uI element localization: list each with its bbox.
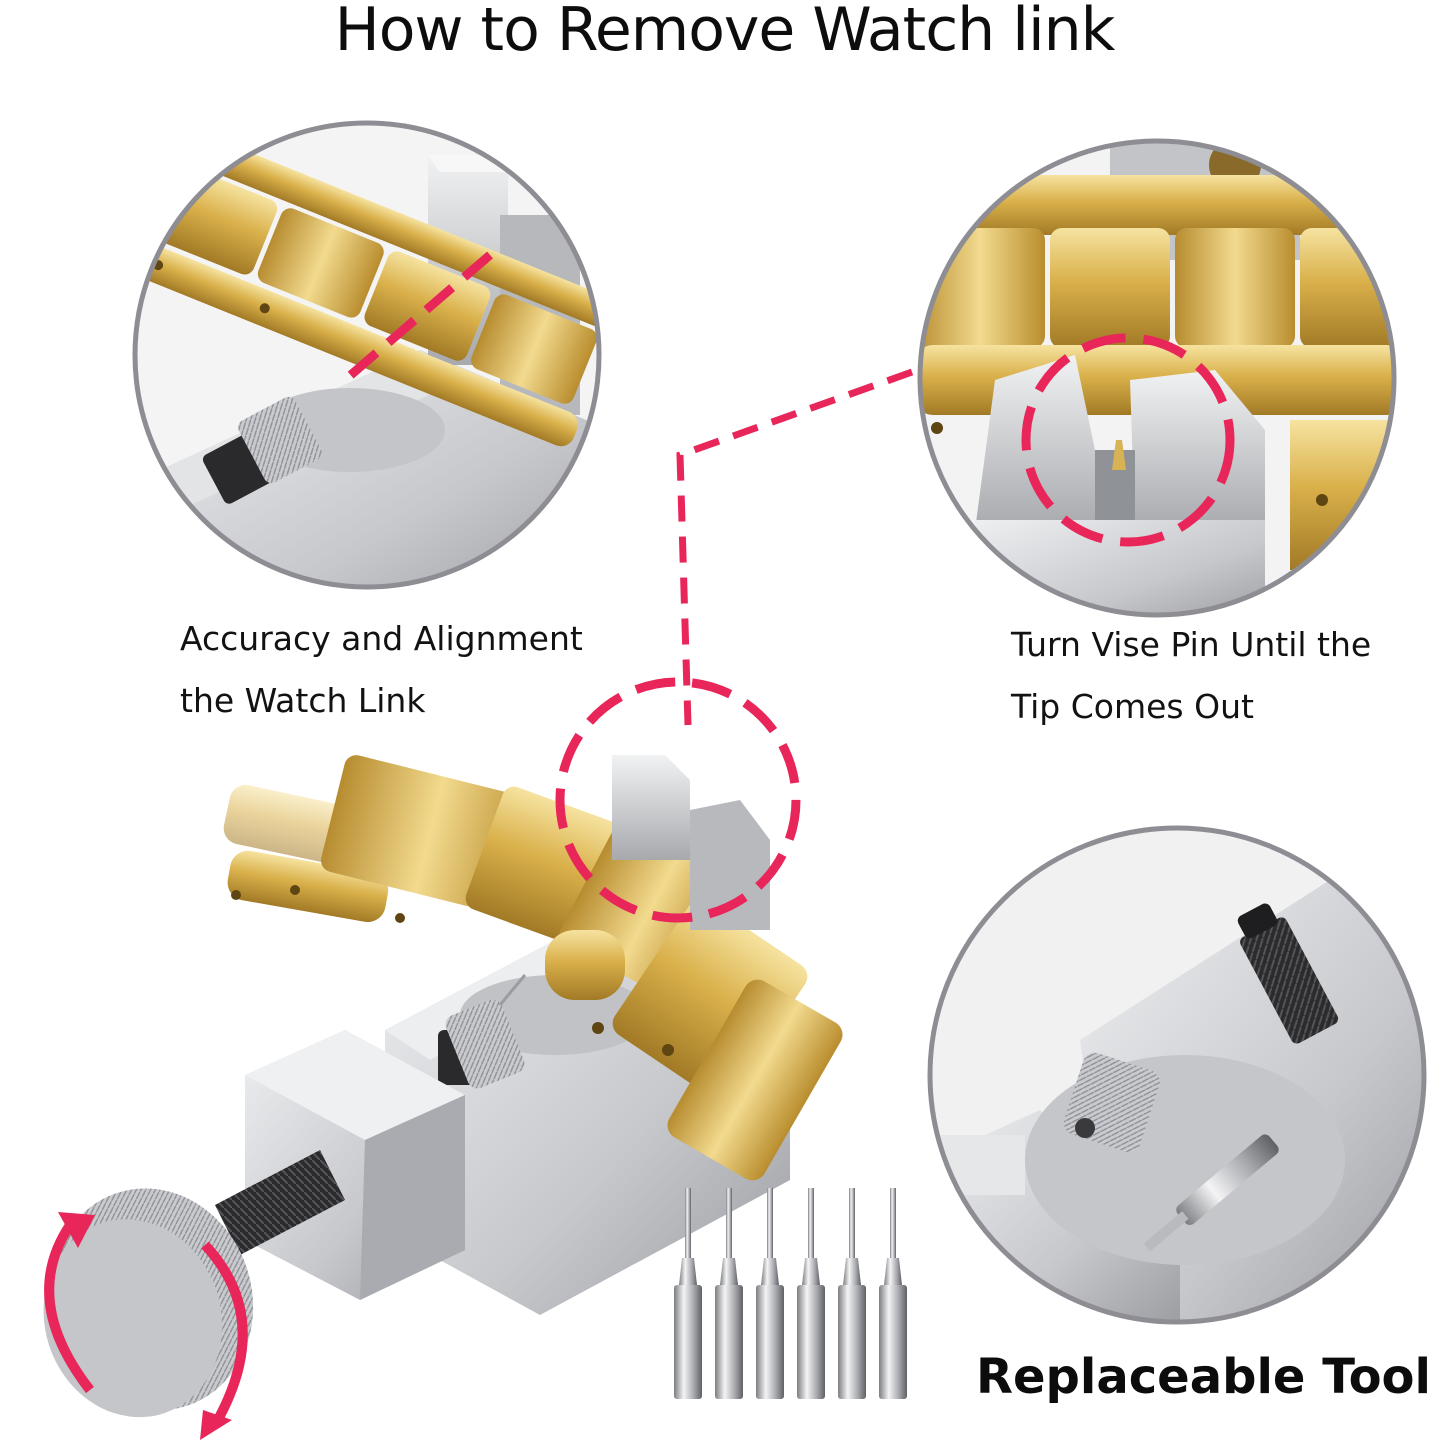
caption-turn-pin-line-2: Tip Comes Out (1011, 687, 1254, 726)
main-tool-illustration (43, 677, 843, 1440)
spare-pin (797, 1188, 825, 1399)
spare-pin-body (838, 1285, 866, 1399)
spare-pin-collar (884, 1258, 902, 1285)
spare-pin-body (756, 1285, 784, 1399)
spare-pin (756, 1188, 784, 1399)
spare-pin-tip (890, 1188, 896, 1258)
spare-pin (879, 1188, 907, 1399)
caption-replaceable-tool: Replaceable Tool (976, 1349, 1431, 1405)
caption-turn-pin-line-1: Turn Vise Pin Until the (1011, 625, 1372, 664)
caption-alignment-line-2: the Watch Link (180, 681, 426, 720)
spare-pins (674, 1188, 907, 1399)
spare-pin-tip (767, 1188, 773, 1258)
detail-circle-turn-pin (917, 138, 1397, 618)
caption-alignment: Accuracy and Alignment the Watch Link (180, 608, 583, 732)
detail-circle-alignment (132, 120, 602, 590)
spare-pin-tip (685, 1188, 691, 1258)
spare-pin-body (879, 1285, 907, 1399)
spare-pin-body (715, 1285, 743, 1399)
spare-pin-tip (808, 1188, 814, 1258)
spare-pin-collar (843, 1258, 861, 1285)
connector-line (676, 368, 914, 726)
spare-pin-tip (849, 1188, 855, 1258)
spare-pin-collar (679, 1258, 697, 1285)
spare-pin-collar (720, 1258, 738, 1285)
spare-pin (715, 1188, 743, 1399)
spare-pin-collar (761, 1258, 779, 1285)
spare-pin (674, 1188, 702, 1399)
spare-pin-tip (726, 1188, 732, 1258)
spare-pin-collar (802, 1258, 820, 1285)
detail-circle-replaceable-tool (927, 825, 1427, 1325)
caption-alignment-line-1: Accuracy and Alignment (180, 619, 583, 658)
spare-pin-body (797, 1285, 825, 1399)
caption-turn-pin: Turn Vise Pin Until the Tip Comes Out (1011, 614, 1371, 738)
spare-pin (838, 1188, 866, 1399)
spare-pin-body (674, 1285, 702, 1399)
page-title: How to Remove Watch link (334, 0, 1116, 65)
